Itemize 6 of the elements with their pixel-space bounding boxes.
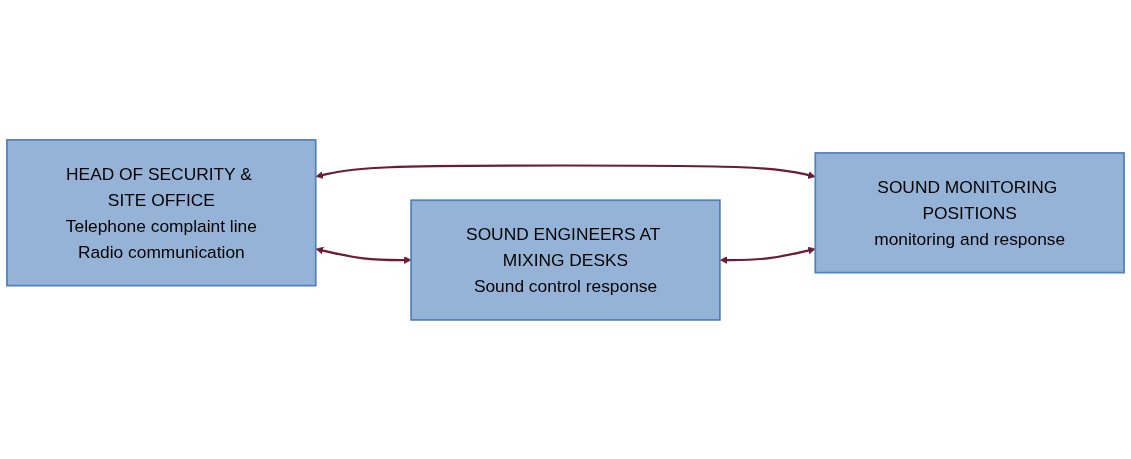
node-box: SOUND ENGINEERS AT MIXING DESKS Sound control response	[410, 198, 721, 321]
arrow	[315, 246, 412, 264]
arrow	[315, 164, 816, 179]
arrow	[719, 246, 816, 264]
node-box: HEAD OF SECURITY & SITE OFFICE Telephone complaint line Radio communication	[6, 138, 317, 287]
node-box: SOUND MONITORING POSITIONS monitoring and response	[814, 151, 1125, 274]
